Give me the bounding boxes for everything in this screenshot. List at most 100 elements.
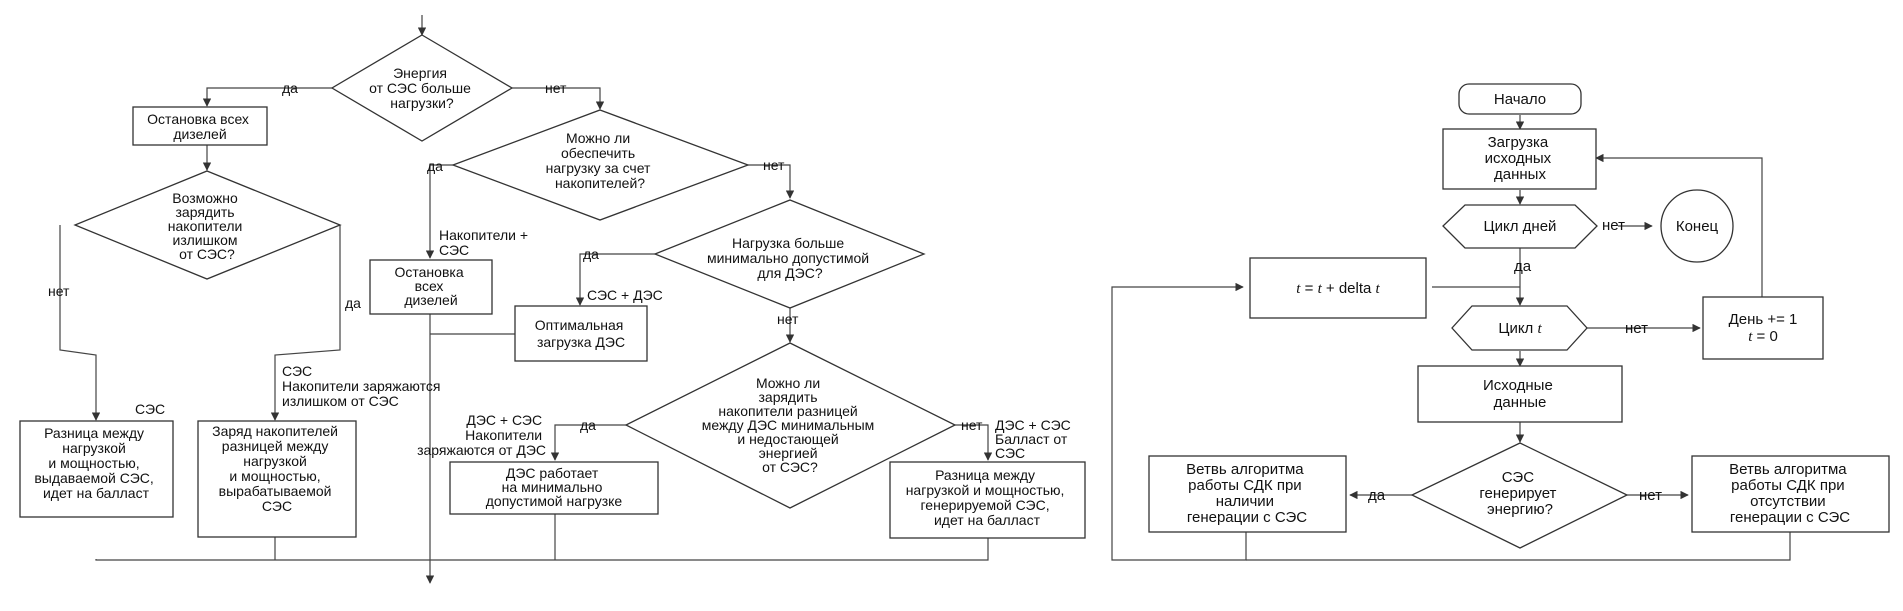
d2-line-4: накопителей? [555,175,645,191]
charge-line-4: и мощностью, [229,468,320,484]
label-dgs-ses-ballast-1: ДЭС + СЭС [995,417,1071,433]
box-branch-without [1691,455,1890,533]
left-text: Энергия от СЭС больше нагрузки? Можно ли… [34,65,1071,528]
d5-line-3: накопители разницей [718,403,857,419]
svg-text:Разница между нагрузкой: Разница между нагрузкой и мощностью, выд… [34,425,157,501]
initial-data-line-1: Исходные [1483,377,1553,394]
decision-charge-surplus [73,170,342,280]
svg-text:ДЭС + СЭС Накопители: ДЭС + СЭС Накопители заряжаются от ДЭС [417,412,546,458]
stop1-line-1: Остановка всех [147,111,249,127]
label-ses-dgs: СЭС + ДЭС [587,287,663,303]
box-branch-with [1148,455,1347,533]
branch-with-line-1: Ветвь алгоритма [1186,461,1304,478]
ballast2-line-3: генерируемой СЭС, [921,497,1050,513]
svg-text:Ветвь алгоритма работы С: Ветвь алгоритма работы СДК при наличии г… [1186,461,1308,526]
branch-with-line-3: наличии [1216,493,1274,510]
t-reset-var: t [1748,329,1753,345]
right-text: Начало Загрузка исходных данных Цикл дне… [1186,91,1851,526]
label-no-d4: нет [777,311,799,327]
svg-text:Можно ли зарядить: Можно ли зарядить накопители разницей ме… [702,375,878,475]
label-no-t-loop: нет [1625,320,1648,337]
box-day-inc [1702,296,1824,360]
load-data-line-3: данных [1494,166,1546,183]
t-step-mid: = [1300,280,1317,297]
svg-text:СЭС Накопители заряжаютс: СЭС Накопители заряжаются излишком от СЭ… [282,363,444,409]
d2-line-2: обеспечить [561,145,635,161]
d1-line-3: нагрузки? [390,95,454,111]
label-yes-d4: да [583,246,599,262]
start-label: Начало [1494,91,1546,108]
label-ses-charge-3: излишком от СЭС [282,393,399,409]
label-ses-charge-2: Накопители заряжаются [282,378,440,394]
svg-text:Нагрузка больше минималь: Нагрузка больше минимально допустимой дл… [707,235,873,281]
label-yes-d1: да [282,80,298,96]
d4-line-1: Нагрузка больше [732,235,844,251]
label-ses: СЭС [135,401,165,417]
box-stop-all-1 [132,106,268,146]
ballast1-line-1: Разница между [44,425,144,441]
svg-text:Заряд накопителей разниц: Заряд накопителей разницей между нагрузк… [212,423,342,514]
ballast1-line-4: выдаваемой СЭС, [34,470,153,486]
optimal-line-2: загрузка ДЭС [537,334,625,350]
decision-ses-generates [1410,442,1629,549]
charge-line-5: вырабатываемой [219,483,332,499]
label-no-d3: нет [48,283,70,299]
svg-text:Возможно зарядить: Возможно зарядить накопители излишком от… [168,190,246,262]
t-reset-rest: = 0 [1752,328,1777,345]
box-ballast-1 [19,420,174,518]
box-t-step [1249,257,1427,319]
d5-line-2: зарядить [758,389,817,405]
d5-line-6: энергией [759,445,818,461]
d2-line-1: Можно ли [566,130,630,146]
d5-line-4: между ДЭС минимальным [702,417,875,433]
left-connectors [59,15,993,584]
label-no-d2: нет [763,157,785,173]
d5-line-7: от СЭС? [762,459,818,475]
t-step-var-3: t [1376,281,1381,297]
t-step-var-1: t [1296,281,1301,297]
svg-text:Накопители + СЭС: Накопители + СЭС [439,227,532,258]
svg-text:Ветвь алгоритма работы С: Ветвь алгоритма работы СДК при отсутстви… [1729,461,1851,526]
box-dgs-min [449,461,659,515]
svg-text:Можно ли обеспечить: Можно ли обеспечить нагрузку за счет нак… [546,130,655,191]
right-shapes [1148,83,1890,549]
label-no-d1: нет [545,80,567,96]
box-initial-data [1417,365,1623,423]
d1-line-1: Энергия [393,65,447,81]
label-dgs-ses-charge-3: заряжаются от ДЭС [417,442,546,458]
day-loop-hexagon [1442,204,1598,249]
svg-text:Энергия от СЭС больше: Энергия от СЭС больше нагрузки? [369,65,475,111]
dgsmin-line-1: ДЭС работает [506,465,599,481]
branch-without-line-4: генерации с СЭС [1730,509,1850,526]
d3-line-1: Возможно [172,190,238,206]
label-storage-ses-2: СЭС [439,242,469,258]
d3-line-3: накопители [168,218,243,234]
t-step-var-2: t [1318,281,1323,297]
d3-line-4: излишком [173,232,238,248]
box-stop-all-2 [369,259,493,315]
ses-gen-line-3: энергию? [1487,501,1553,518]
branch-with-line-4: генерации с СЭС [1187,509,1307,526]
label-dgs-ses-ballast-3: СЭС [995,445,1025,461]
initial-data-line-2: данные [1494,394,1547,411]
charge-line-1: Заряд накопителей [212,423,338,439]
branch-without-line-1: Ветвь алгоритма [1729,461,1847,478]
label-dgs-ses-charge-2: Накопители [465,427,542,443]
svg-text:ДЭС работает на минималь: ДЭС работает на минимально допустимой на… [486,465,623,509]
ballast2-line-4: идет на балласт [934,512,1041,528]
svg-text:Разница между нагрузкой: Разница между нагрузкой и мощностью, ген… [906,467,1069,528]
label-ses-charge-1: СЭС [282,363,312,379]
decision-load-min [653,199,926,309]
charge-line-6: СЭС [262,498,292,514]
left-shapes [19,34,1086,539]
decision-storage [451,109,750,221]
start-terminator [1458,83,1582,115]
d4-line-2: минимально допустимой [707,250,869,266]
svg-text:Исходные данные: Исходные данные [1483,377,1557,411]
d1-line-2: от СЭС больше [369,80,471,96]
svg-text:Цикл t: Цикл t [1498,320,1542,337]
decision-solar-vs-load [330,34,514,142]
stop2-line-3: дизелей [404,292,457,308]
d3-line-5: от СЭС? [179,246,235,262]
